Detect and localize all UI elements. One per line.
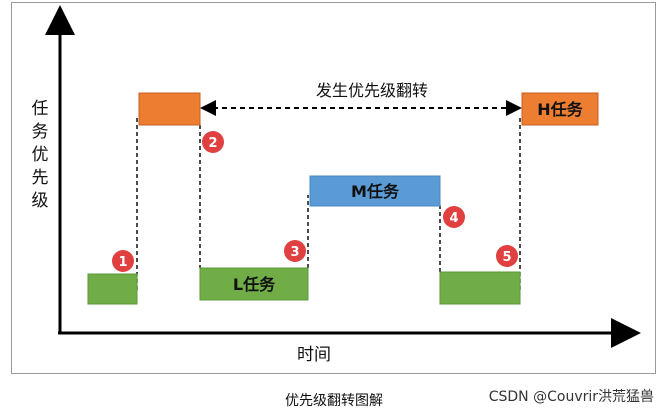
l-task-label: L任务 xyxy=(233,275,276,294)
marker-4: 4 xyxy=(443,206,465,228)
low-box-start xyxy=(87,273,138,305)
diagram-frame xyxy=(11,2,656,374)
watermark: CSDN @Couvrir洪荒猛兽 xyxy=(488,389,654,405)
inversion-label: 发生优先级翻转 xyxy=(316,81,428,100)
h-task-box: H任务 xyxy=(521,92,599,126)
timeline-connectors xyxy=(136,115,521,290)
svg-text:3: 3 xyxy=(290,245,299,260)
svg-text:1: 1 xyxy=(118,255,127,270)
x-axis-label: 时间 xyxy=(297,345,331,365)
high-box-start xyxy=(138,92,201,126)
y-axis-label: 任务优先级 xyxy=(32,99,49,211)
low-box-end xyxy=(439,271,521,305)
h-task-label: H任务 xyxy=(537,100,583,119)
marker-1: 1 xyxy=(112,250,134,272)
marker-3: 3 xyxy=(284,240,306,262)
m-task-box: M任务 xyxy=(309,175,441,207)
marker-2: 2 xyxy=(202,131,224,153)
svg-text:2: 2 xyxy=(208,136,217,151)
svg-text:5: 5 xyxy=(502,250,511,265)
priority-inversion-diagram: 任务优先级 时间 发生优先级翻转 L任务 M任务 H任务 1 2 xyxy=(32,5,641,365)
marker-5: 5 xyxy=(496,245,518,267)
svg-text:4: 4 xyxy=(449,211,458,226)
m-task-label: M任务 xyxy=(351,182,400,201)
figure-caption: 优先级翻转图解 xyxy=(285,393,383,409)
l-task-box: L任务 xyxy=(199,267,309,301)
